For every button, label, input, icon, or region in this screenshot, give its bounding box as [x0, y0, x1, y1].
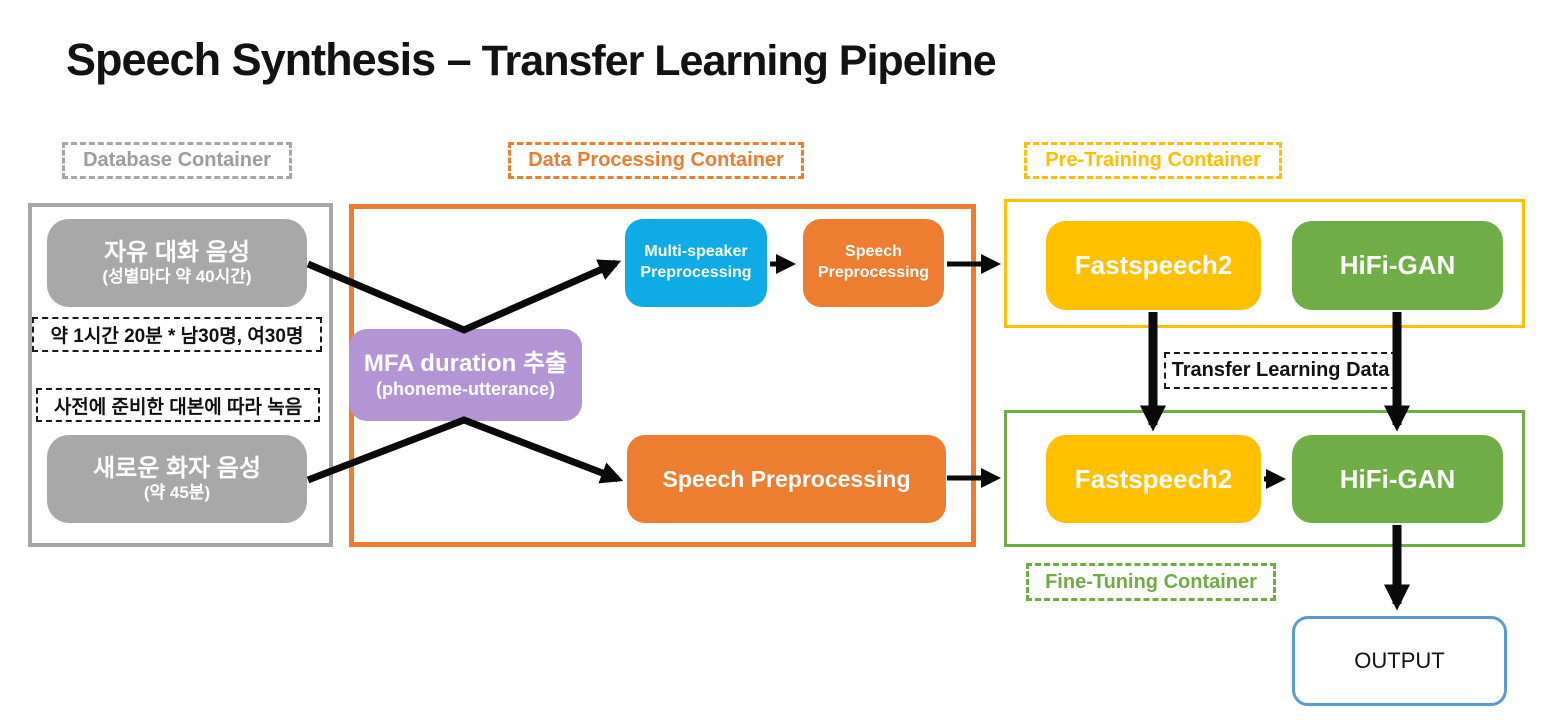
- finetune-hifi-gan-node: HiFi-GAN: [1292, 435, 1503, 523]
- finetune-hifi-gan-label: HiFi-GAN: [1339, 463, 1456, 494]
- page-title: Speech Synthesis – Transfer Learning Pip…: [66, 34, 997, 86]
- pretrain-fastspeech2-node: Fastspeech2: [1046, 221, 1261, 310]
- finetune-fastspeech2-node: Fastspeech2: [1046, 435, 1261, 523]
- script-recording-note: 사전에 준비한 대본에 따라 녹음: [36, 388, 320, 422]
- free-conversation-speech-subtitle: (성별마다 약 40시간): [102, 267, 252, 287]
- speech-preprocessing-finetune-node: Speech Preprocessing: [627, 435, 946, 523]
- finetune-fastspeech2-label: Fastspeech2: [1074, 463, 1233, 494]
- fine-tuning-container-label: Fine-Tuning Container: [1026, 563, 1276, 601]
- mfa-duration-title: MFA duration 추출: [363, 349, 568, 377]
- transfer-learning-data-label: Transfer Learning Data: [1164, 352, 1397, 389]
- free-conversation-speech-node: 자유 대화 음성 (성별마다 약 40시간): [47, 219, 307, 307]
- database-container: [28, 203, 333, 547]
- new-speaker-speech-title: 새로운 화자 음성: [93, 454, 261, 482]
- database-container-label: Database Container: [62, 142, 292, 179]
- pretrain-hifi-gan-label: HiFi-GAN: [1339, 250, 1456, 280]
- fine-tuning-container: [1004, 410, 1525, 547]
- new-speaker-speech-node: 새로운 화자 음성 (약 45분): [47, 435, 307, 523]
- mfa-duration-subtitle: (phoneme-utterance): [375, 378, 555, 399]
- multi-speaker-line1: Multi-speaker: [644, 243, 748, 261]
- speech-preprocessing-small-line1: Speech: [845, 243, 902, 261]
- pre-training-container: [1004, 199, 1525, 328]
- pretrain-hifi-gan-node: HiFi-GAN: [1292, 221, 1503, 310]
- multi-speaker-preprocessing-node: Multi-speaker Preprocessing: [625, 219, 767, 307]
- speech-preprocessing-small-line2: Preprocessing: [817, 264, 930, 281]
- pretrain-fastspeech2-label: Fastspeech2: [1074, 250, 1233, 280]
- multi-speaker-line2: Preprocessing: [640, 264, 752, 281]
- output-label: OUTPUT: [1354, 648, 1445, 673]
- duration-note: 약 1시간 20분 * 남30명, 여30명: [32, 317, 322, 352]
- pre-training-container-label: Pre-Training Container: [1024, 142, 1282, 179]
- speech-preprocessing-big-label: Speech Preprocessing: [662, 465, 911, 492]
- output-node: OUTPUT: [1292, 616, 1507, 706]
- page-title-sub: Transfer Learning Pipeline: [470, 37, 997, 85]
- new-speaker-speech-subtitle: (약 45분): [143, 483, 211, 503]
- free-conversation-speech-title: 자유 대화 음성: [104, 238, 250, 266]
- page-title-main: Speech Synthesis –: [66, 34, 472, 85]
- speech-preprocessing-pretrain-node: Speech Preprocessing: [803, 219, 944, 307]
- mfa-duration-node: MFA duration 추출 (phoneme-utterance): [349, 329, 582, 421]
- data-processing-container-label: Data Processing Container: [508, 142, 804, 179]
